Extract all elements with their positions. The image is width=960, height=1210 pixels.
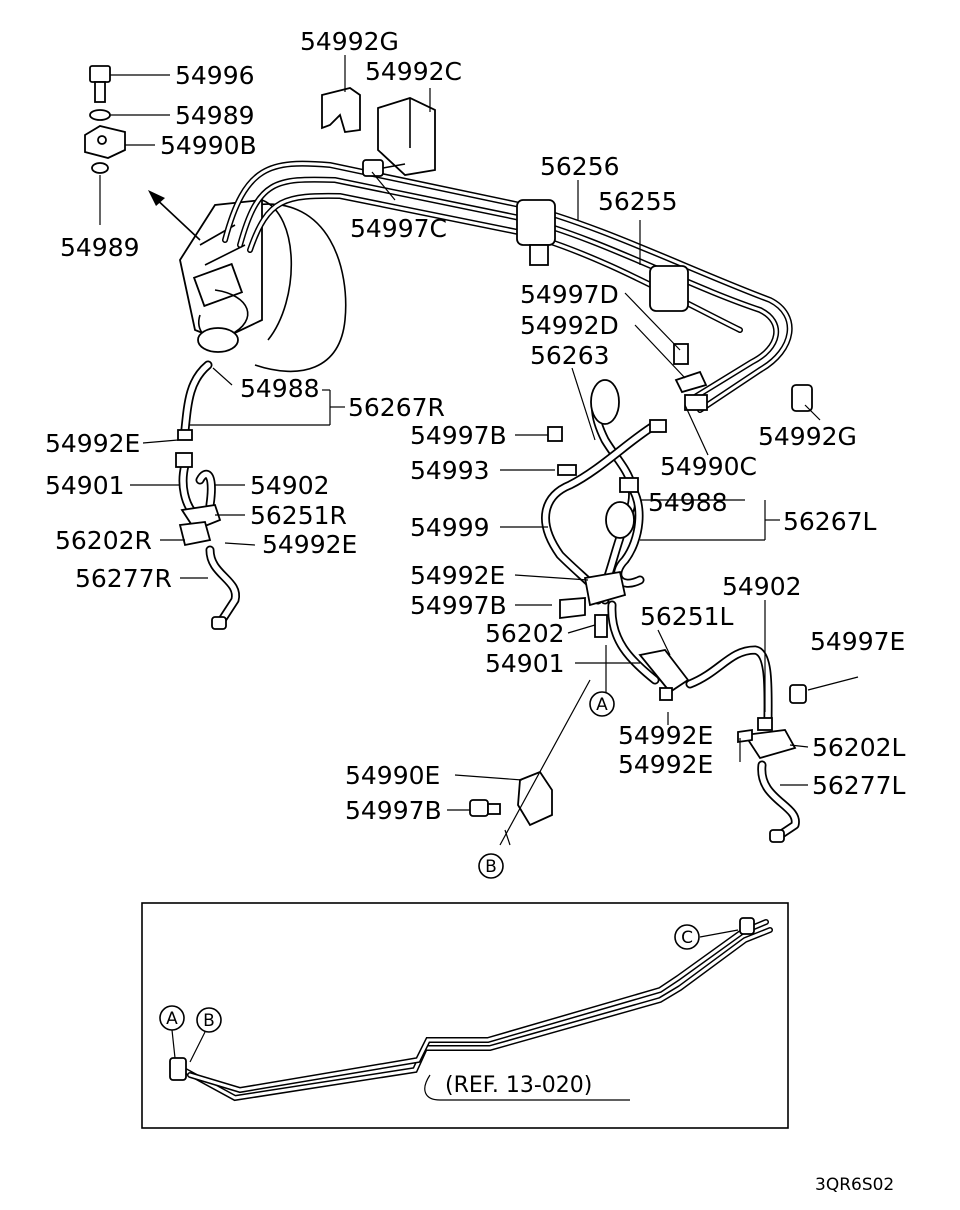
label-56202L: 56202L (812, 733, 906, 762)
callout-B-inset-letter: B (203, 1011, 215, 1031)
block-54990B (84, 125, 126, 159)
left-hose-assembly (175, 360, 240, 630)
label-54997B-3: 54997B (345, 796, 442, 825)
label-54989-a: 54989 (175, 101, 255, 130)
callout-A-inset-letter: A (166, 1009, 178, 1029)
label-54990E: 54990E (345, 761, 440, 790)
label-54992E-3: 54992E (410, 561, 505, 590)
label-54992G-top: 54992G (300, 27, 399, 56)
label-54902-right: 54902 (722, 572, 802, 601)
brake-booster-drawing (148, 190, 347, 373)
washer-54989-b (91, 162, 109, 174)
leader-lines (99, 55, 859, 846)
label-54992E-5: 54992E (618, 750, 713, 779)
bolt-54997C (362, 159, 406, 177)
label-56202: 56202 (485, 619, 565, 648)
label-54990C: 54990C (660, 452, 757, 481)
label-54992E-2: 54992E (262, 530, 357, 559)
clamp-54992G-top (321, 87, 361, 133)
label-56251R: 56251R (250, 501, 347, 530)
label-56202R: 56202R (55, 526, 152, 555)
bolt-54997B-lower (469, 799, 501, 817)
label-54988-right: 54988 (648, 488, 728, 517)
label-56267R: 56267R (348, 393, 445, 422)
label-54997B-2: 54997B (410, 591, 507, 620)
main-pipe-run (222, 160, 813, 413)
label-56256: 56256 (540, 152, 620, 181)
label-54996: 54996 (175, 61, 255, 90)
label-54992E-1: 54992E (45, 429, 140, 458)
label-56255: 56255 (598, 187, 678, 216)
label-54999: 54999 (410, 513, 490, 542)
label-54901-right: 54901 (485, 649, 565, 678)
part-number-labels: 54996 54989 54990B 54989 54992G 54992C 5… (45, 27, 906, 825)
label-54992E-4: 54992E (618, 721, 713, 750)
label-54992C: 54992C (365, 57, 462, 86)
label-56277R: 56277R (75, 564, 172, 593)
label-54997E: 54997E (810, 627, 905, 656)
label-54989-b: 54989 (60, 233, 140, 262)
label-56267L: 56267L (783, 507, 877, 536)
center-hose-assembly (541, 343, 773, 731)
label-54988-left: 54988 (240, 374, 320, 403)
label-56263: 56263 (530, 341, 610, 370)
label-54902-left: 54902 (250, 471, 330, 500)
label-54901-left: 54901 (45, 471, 125, 500)
label-54997B-1: 54997B (410, 421, 507, 450)
label-56251L: 56251L (640, 602, 734, 631)
inset-reference: (REF. 13-020) (445, 1073, 592, 1098)
callout-B-main: B (478, 853, 504, 879)
bolt-54996 (89, 65, 111, 103)
label-54992G-right: 54992G (758, 422, 857, 451)
callout-B-main-letter: B (485, 857, 497, 877)
label-54997D: 54997D (520, 280, 619, 309)
callout-A-main: A (589, 691, 615, 717)
callout-A-main-letter: A (596, 695, 608, 715)
callout-C-inset-letter: C (681, 928, 693, 948)
label-56277L: 56277L (812, 771, 906, 800)
right-hose-assembly (737, 684, 807, 843)
inset-pipe-routing: A B C (REF. 13-020) (141, 902, 789, 1129)
label-54997C: 54997C (350, 214, 447, 243)
clamp-54992C (377, 97, 436, 176)
drawing-code: 3QR6S02 (815, 1175, 894, 1195)
label-54993: 54993 (410, 456, 490, 485)
washer-54989-a (89, 109, 111, 121)
label-54992D: 54992D (520, 311, 619, 340)
label-54990B: 54990B (160, 131, 257, 160)
